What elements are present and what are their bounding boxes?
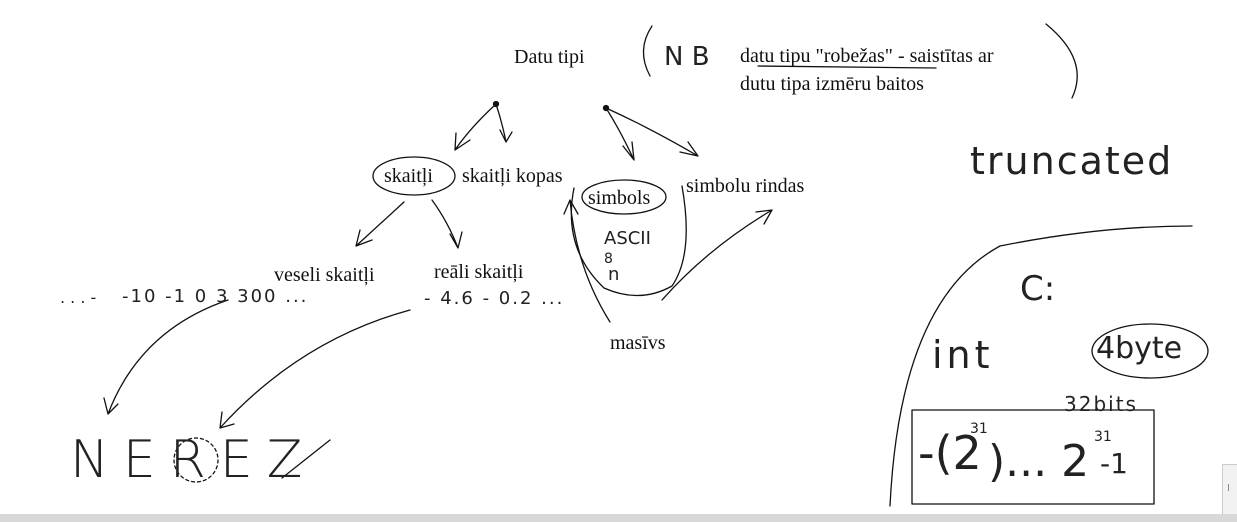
integers-label: veseli skaitļi bbox=[274, 264, 375, 286]
nerez-strike bbox=[281, 439, 331, 479]
nerez-label: NEREZ bbox=[70, 430, 317, 490]
reals-label: reāli skaitļi bbox=[434, 261, 524, 283]
int-keyword: int bbox=[932, 333, 994, 377]
symbol-strings-label: simbolu rindas bbox=[686, 175, 805, 197]
number-sets-label: skaitļi kopas bbox=[462, 165, 563, 187]
numbers-oval bbox=[372, 156, 456, 196]
nb-open-paren bbox=[642, 25, 653, 77]
arrow-root-symbol bbox=[605, 107, 635, 161]
arrow-numbers-integers bbox=[355, 201, 405, 247]
range-box bbox=[911, 409, 1155, 505]
nerez-dotted-circle bbox=[173, 437, 219, 483]
int-size-label: 4byte bbox=[1096, 331, 1183, 366]
arrow-root-numbers bbox=[454, 103, 497, 151]
ascii-n: n bbox=[608, 264, 620, 285]
range-mid: )... 2 bbox=[988, 436, 1090, 487]
nb-underline bbox=[757, 65, 937, 69]
root-label: Datu tipi bbox=[514, 46, 585, 68]
nb-text-line1: datu tipu "robežas" - saistītas ar bbox=[740, 45, 994, 67]
numbers-label: skaitļi bbox=[384, 165, 433, 187]
range-exp2: 31 bbox=[1094, 429, 1112, 445]
nb-text-line2: dutu tipa izmēru baitos bbox=[740, 73, 924, 95]
bits-label: 32bits bbox=[1064, 392, 1138, 416]
horizontal-scrollbar[interactable] bbox=[0, 514, 1237, 522]
real-range: - 4.6 - 0.2 ... bbox=[424, 288, 565, 309]
arrow-reals-nerez bbox=[219, 309, 411, 429]
symbol-cup bbox=[570, 185, 687, 297]
nb-close-paren bbox=[1045, 23, 1078, 99]
scroll-corner-button[interactable]: I bbox=[1222, 464, 1237, 515]
arrow-numbers-reals bbox=[431, 199, 463, 249]
arrow-array-symbol bbox=[563, 199, 611, 323]
range-high: -1 bbox=[1100, 447, 1128, 480]
range-exp1: 31 bbox=[970, 421, 988, 437]
symbol-label: simbols bbox=[588, 187, 651, 209]
ascii-bits: 8 bbox=[604, 251, 613, 267]
truncated-label: truncated bbox=[970, 139, 1174, 183]
int-size-oval bbox=[1091, 323, 1209, 379]
nb-mark: N B bbox=[664, 42, 710, 72]
ascii-label: ASCII bbox=[604, 228, 651, 249]
array-label: masīvs bbox=[610, 332, 666, 354]
c-block-curve bbox=[889, 225, 1193, 507]
corner-glyph: I bbox=[1227, 483, 1230, 494]
arrow-integers-nerez bbox=[103, 299, 229, 415]
int-range-prefix: . . . - bbox=[60, 288, 97, 307]
arrow-root-numbersets bbox=[495, 103, 513, 143]
arrow-array-strings bbox=[661, 209, 773, 301]
int-range: -10 -1 0 3 300 ... bbox=[122, 286, 309, 307]
c-label: C: bbox=[1020, 269, 1056, 309]
arrow-root-strings bbox=[605, 107, 699, 157]
symbol-oval bbox=[581, 179, 667, 215]
range-low: -(2 bbox=[918, 426, 982, 480]
